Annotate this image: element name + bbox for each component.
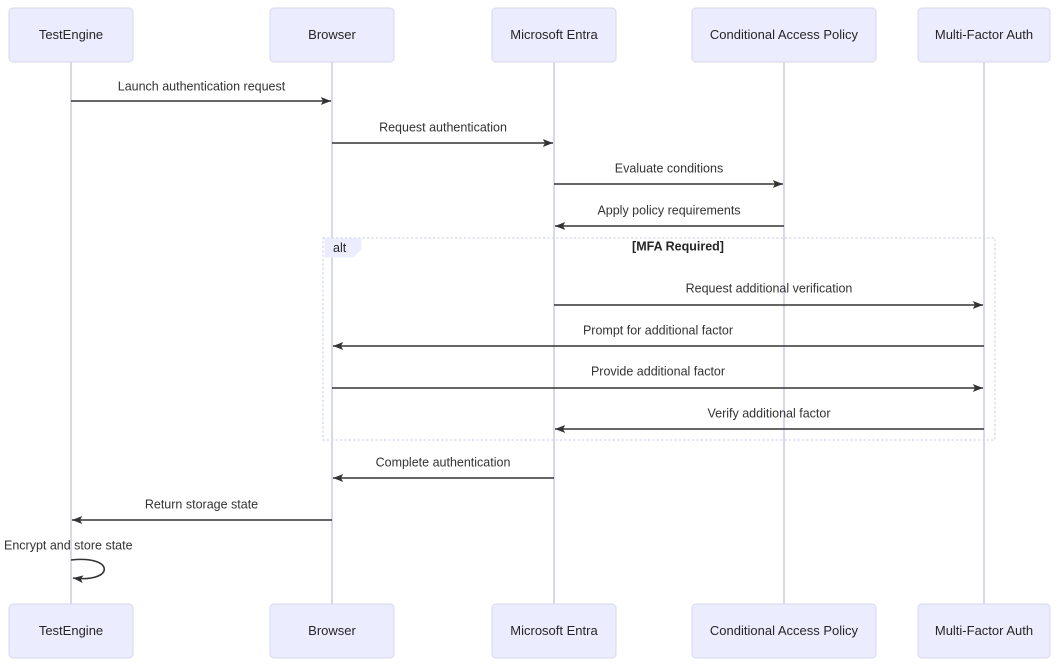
- message-label: Launch authentication request: [118, 79, 286, 93]
- participant-box-browser-bottom[interactable]: [269, 603, 395, 659]
- participant-label-browser-bottom: Browser: [308, 623, 356, 638]
- participant-label-testengine-top: TestEngine: [39, 27, 103, 42]
- participant-label-testengine-bottom: TestEngine: [39, 623, 103, 638]
- participant-box-testengine-bottom[interactable]: [8, 603, 134, 659]
- participant-box-entra-top[interactable]: [491, 7, 617, 63]
- participant-box-testengine-top[interactable]: [8, 7, 134, 63]
- participant-box-cap-top[interactable]: [691, 7, 877, 63]
- message-label: Request additional verification: [686, 281, 853, 295]
- message-label: Verify additional factor: [708, 406, 831, 420]
- participant-label-cap-top: Conditional Access Policy: [710, 27, 859, 42]
- self-message-arrow: [70, 558, 105, 584]
- participant-box-mfa-bottom[interactable]: [917, 603, 1051, 659]
- message-label: Request authentication: [379, 120, 507, 134]
- alt-fragment-condition-label: [MFA Required]: [632, 239, 724, 253]
- message-label: Prompt for additional factor: [583, 323, 733, 337]
- participant-label-mfa-top: Multi-Factor Auth: [935, 27, 1033, 42]
- participant-box-cap-bottom[interactable]: [691, 603, 877, 659]
- participant-label-mfa-bottom: Multi-Factor Auth: [935, 623, 1033, 638]
- self-message-label: Encrypt and store state: [4, 538, 133, 552]
- message-label: Evaluate conditions: [615, 161, 723, 175]
- alt-fragment-border: [322, 237, 996, 441]
- participant-label-browser-top: Browser: [308, 27, 356, 42]
- self-messages-group: Encrypt and store state: [4, 538, 133, 584]
- participants-bottom-group: TestEngine Browser Microsoft Entra Conditio…: [8, 603, 1051, 659]
- message-label: Return storage state: [145, 497, 258, 511]
- message-label: Apply policy requirements: [597, 203, 740, 217]
- lifelines-group: [70, 62, 985, 604]
- message-label: Complete authentication: [376, 455, 511, 469]
- alt-fragment-tab: [324, 238, 362, 258]
- alt-fragment-tab-label: alt: [333, 241, 347, 255]
- message-label: Provide additional factor: [591, 364, 725, 378]
- participant-box-mfa-top[interactable]: [917, 7, 1051, 63]
- participants-top-group: TestEngine Browser Microsoft Entra Conditio…: [8, 7, 1051, 63]
- participant-label-cap-bottom: Conditional Access Policy: [710, 623, 859, 638]
- alt-fragments-group: alt [MFA Required]: [322, 237, 996, 441]
- participant-label-entra-top: Microsoft Entra: [510, 27, 598, 42]
- participant-box-entra-bottom[interactable]: [491, 603, 617, 659]
- participant-box-browser-top[interactable]: [269, 7, 395, 63]
- participant-label-entra-bottom: Microsoft Entra: [510, 623, 598, 638]
